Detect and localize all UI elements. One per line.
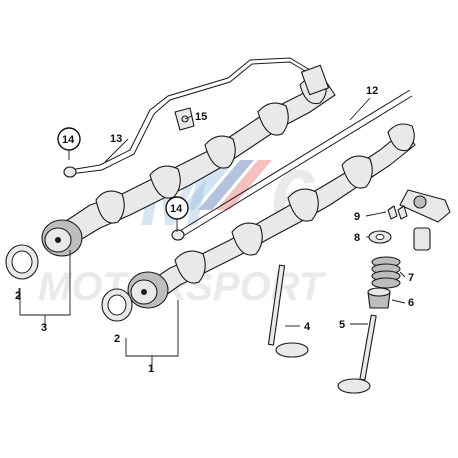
callout-15: 15 [195,111,207,123]
callout-14-lower-badge [165,196,189,220]
callouts: 1 2 2 3 4 5 6 7 8 9 12 13 14 14 15 [15,85,414,375]
callout-2-lower: 2 [114,333,120,345]
oil-line-12 [171,89,413,241]
callout-6: 6 [408,297,414,309]
callout-7: 7 [408,272,414,284]
spring-retainer-8 [368,230,392,244]
oil-line-13 [63,57,311,178]
seal-ring-upper [5,244,39,280]
valve-stem-seal-6 [367,287,391,309]
intake-valve-4 [267,264,309,358]
callout-3: 3 [41,322,47,334]
lower-camshaft [127,123,416,309]
exhaust-valve-5 [337,314,377,394]
callout-9: 9 [354,211,360,223]
callout-14-lower: 14 [170,203,183,215]
callout-8: 8 [354,232,360,244]
callout-1: 1 [148,363,154,375]
leader-lines [18,97,406,370]
callout-14-upper-badge [57,127,81,151]
callout-5: 5 [339,319,345,331]
valve-keeper-9 [387,205,408,220]
callout-4: 4 [304,321,311,333]
callout-14-upper: 14 [62,134,75,146]
bracket-15 [174,107,195,131]
callout-12: 12 [366,85,378,97]
seal-ring-lower [101,288,133,322]
roller-rocker-arm [399,189,451,251]
valve-spring-7 [371,256,401,289]
callout-13: 13 [110,133,122,145]
upper-camshaft [41,64,336,257]
callout-2-upper: 2 [15,290,21,302]
